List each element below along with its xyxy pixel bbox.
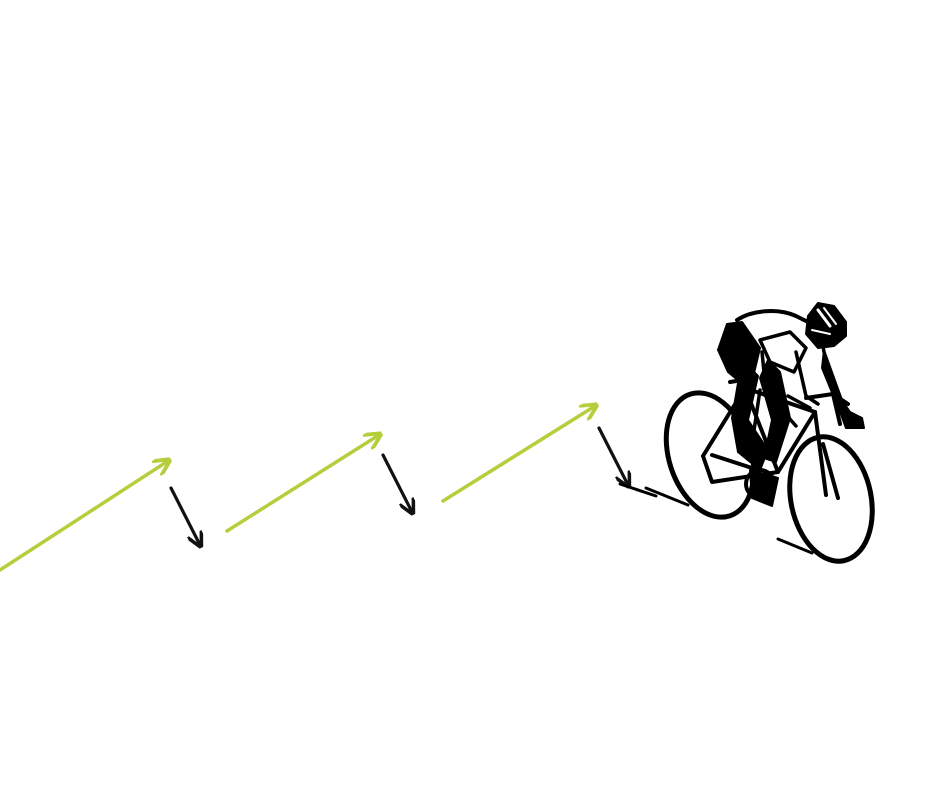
- push-arrow-icon: [597, 426, 628, 485]
- rider-arm: [821, 349, 865, 429]
- push-arrow-icon: [381, 453, 412, 512]
- rider-leg-front: [759, 359, 791, 463]
- push-arrow-icon: [169, 486, 200, 545]
- stride-arrow-icon: [225, 435, 379, 533]
- front-wheel: [787, 434, 875, 564]
- ground-shadow: [618, 482, 814, 555]
- rider-torso: [758, 330, 808, 374]
- rider-leg-rear: [731, 359, 769, 471]
- rider-body: [717, 309, 865, 471]
- rider-helmet: [805, 302, 847, 349]
- stride-arrows: [0, 406, 595, 572]
- push-arrows: [169, 426, 628, 545]
- rider-back: [735, 309, 810, 324]
- stride-arrow-icon: [0, 461, 168, 572]
- stride-arrow-icon: [441, 406, 595, 503]
- cyclist-icon: [618, 302, 875, 564]
